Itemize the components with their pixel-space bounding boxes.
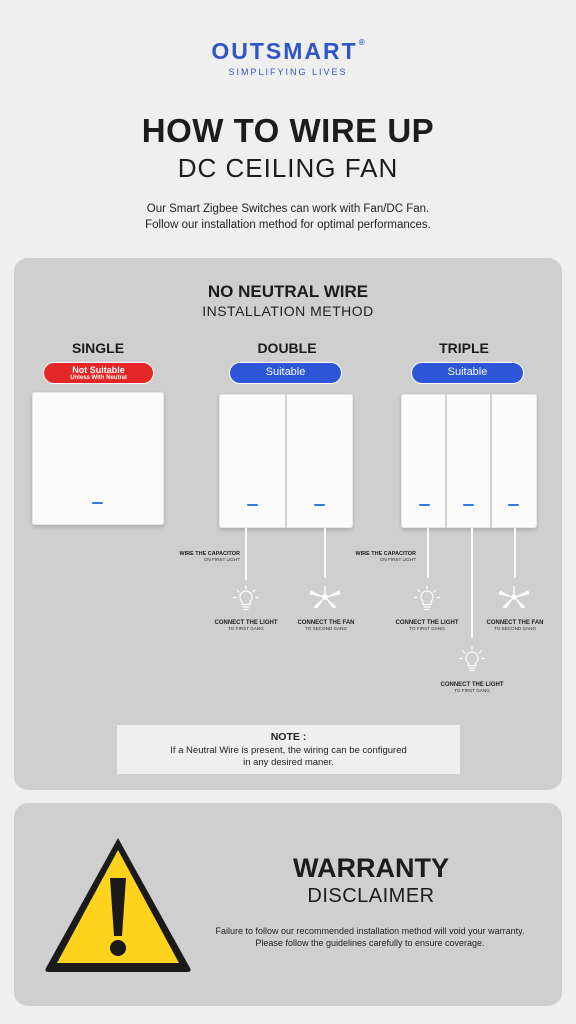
triple-gang-switch <box>401 394 537 528</box>
double-suitable-label: Suitable <box>265 366 306 378</box>
triple-suitable-label: Suitable <box>447 366 488 378</box>
connect-light-label: CONNECT THE LIGHT <box>395 620 459 626</box>
capacitor-label-sub: ON FIRST LIGHT <box>379 557 416 562</box>
page-subtitle: DC CEILING FAN <box>177 153 399 183</box>
switch-led-indicator <box>314 504 325 506</box>
double-fan-label: CONNECT THE FAN TO SECOND GANG <box>276 620 376 631</box>
wire-double-gang-2 <box>324 528 326 578</box>
gang-divider <box>445 394 447 528</box>
warranty-line-2: Please follow the guidelines carefully t… <box>255 938 485 948</box>
switch-led-indicator <box>92 502 103 504</box>
light-bulb-icon <box>413 585 441 611</box>
light-bulb-icon <box>232 585 260 611</box>
switch-led-indicator <box>508 504 519 506</box>
double-title: DOUBLE <box>257 340 317 356</box>
connect-fan-label: CONNECT THE FAN <box>297 620 355 626</box>
connect-fan-label: CONNECT THE FAN <box>486 620 544 626</box>
connect-light-label: CONNECT THE LIGHT <box>440 682 504 688</box>
gang-divider <box>490 394 492 528</box>
gang-divider <box>285 394 287 528</box>
note-title: NOTE : <box>270 731 307 743</box>
single-title: SINGLE <box>71 340 125 356</box>
note-line-2: in any desired maner. <box>243 757 334 768</box>
registered-mark: ® <box>358 38 365 47</box>
not-suitable-sublabel: Unless With Neutral <box>70 375 127 381</box>
page-title: HOW TO WIRE UP <box>141 112 435 149</box>
switch-led-indicator <box>247 504 258 506</box>
warranty-line-1: Failure to follow our recommended instal… <box>215 926 525 936</box>
ceiling-fan-icon <box>498 586 530 609</box>
section-subtitle: INSTALLATION METHOD <box>202 303 374 319</box>
section-title: NO NEUTRAL WIRE <box>207 282 369 301</box>
first-gang-label: TO FIRST GANG <box>454 688 490 693</box>
second-gang-label: TO SECOND GANG <box>304 626 348 631</box>
double-gang-switch <box>219 394 353 528</box>
note-line-1: If a Neutral Wire is present, the wiring… <box>170 745 407 756</box>
capacitor-label-main: WIRE THE CAPACITOR <box>179 551 240 557</box>
brand-name-text: OUTSMART <box>211 38 358 64</box>
warranty-title: WARRANTY <box>293 853 449 883</box>
warranty-body: Failure to follow our recommended instal… <box>190 925 550 949</box>
wire-triple-gang-2 <box>471 528 473 638</box>
light-bulb-icon <box>458 646 486 672</box>
single-gang-switch <box>32 392 164 525</box>
wire-double-gang-1 <box>245 528 247 580</box>
switch-led-indicator <box>463 504 474 506</box>
warranty-subtitle: DISCLAIMER <box>307 885 435 907</box>
note-box: NOTE : If a Neutral Wire is present, the… <box>117 725 460 774</box>
double-light-label: CONNECT THE LIGHT TO FIRST GANG <box>196 620 296 631</box>
first-gang-label: TO FIRST GANG <box>409 626 445 631</box>
capacitor-label-main: WIRE THE CAPACITOR <box>355 551 416 557</box>
triple-second-light-label: CONNECT THE LIGHT TO FIRST GANG <box>422 682 522 693</box>
not-suitable-label: Not Suitable <box>72 365 125 375</box>
brand-tagline: SIMPLIFYING LIVES <box>228 67 348 77</box>
intro-text: Our Smart Zigbee Switches can work with … <box>0 201 576 233</box>
triple-suitable-badge: Suitable <box>411 362 524 384</box>
second-gang-label: TO SECOND GANG <box>493 626 537 631</box>
ceiling-fan-icon <box>309 586 341 609</box>
double-capacitor-label: WIRE THE CAPACITOR ON FIRST LIGHT <box>134 551 240 562</box>
note-body: If a Neutral Wire is present, the wiring… <box>117 745 460 769</box>
brand-logo: OUTSMART® SIMPLIFYING LIVES <box>0 38 576 77</box>
intro-line-2: Follow our installation method for optim… <box>145 219 431 231</box>
first-gang-label: TO FIRST GANG <box>228 626 264 631</box>
wire-triple-gang-3 <box>514 528 516 578</box>
connect-light-label: CONNECT THE LIGHT <box>214 620 278 626</box>
capacitor-label-sub: ON FIRST LIGHT <box>203 557 240 562</box>
triple-light-label: CONNECT THE LIGHT TO FIRST GANG <box>377 620 477 631</box>
not-suitable-badge: Not Suitable Unless With Neutral <box>43 362 154 384</box>
double-suitable-badge: Suitable <box>229 362 342 384</box>
intro-line-1: Our Smart Zigbee Switches can work with … <box>146 203 430 215</box>
wire-triple-gang-1 <box>427 528 429 578</box>
switch-led-indicator <box>419 504 430 506</box>
triple-title: TRIPLE <box>439 340 489 356</box>
warning-triangle-icon <box>45 838 191 972</box>
brand-name: OUTSMART® <box>0 38 576 65</box>
triple-capacitor-label: WIRE THE CAPACITOR ON FIRST LIGHT <box>310 551 416 562</box>
triple-fan-label: CONNECT THE FAN TO SECOND GANG <box>465 620 565 631</box>
